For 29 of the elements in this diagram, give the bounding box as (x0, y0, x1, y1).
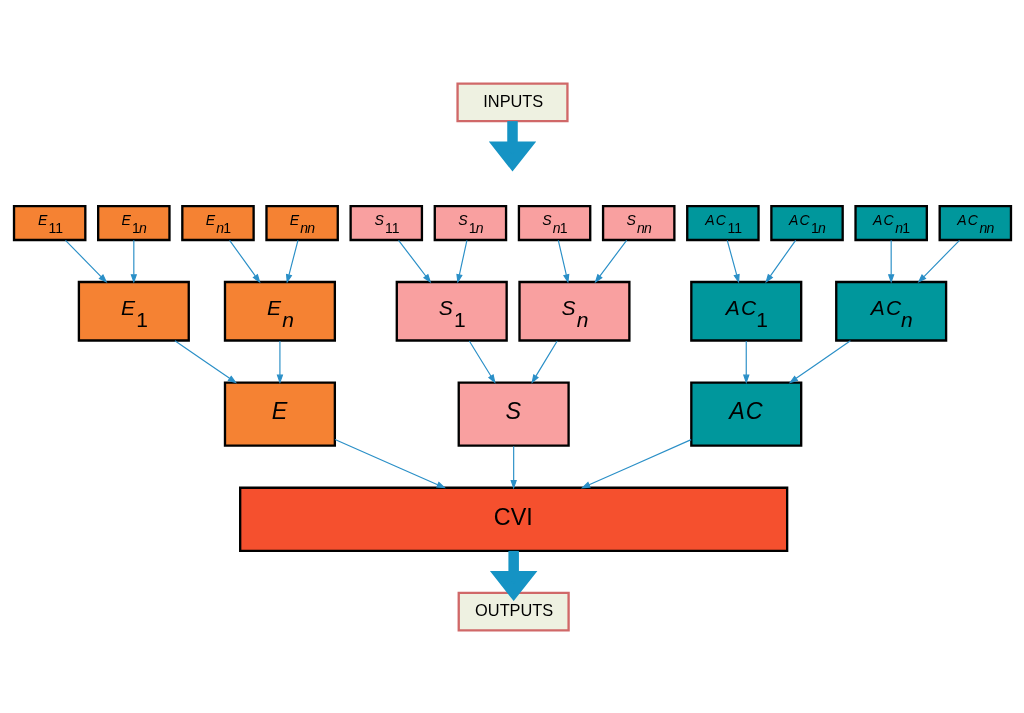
arrow (64, 239, 107, 283)
arrow (455, 239, 467, 284)
arrow (228, 239, 261, 283)
node-box: AC (689, 380, 802, 447)
arrow (726, 239, 740, 284)
arrow (130, 239, 137, 284)
arrow (742, 339, 750, 384)
arrow (557, 239, 569, 284)
arrow (173, 339, 237, 383)
arrow (580, 438, 692, 488)
arrow (764, 239, 796, 283)
arrow (397, 239, 431, 283)
node-box: OUTPUTS (457, 591, 570, 631)
arrow (276, 339, 283, 384)
arrow (917, 239, 960, 283)
arrow (468, 339, 496, 384)
arrow (333, 438, 446, 488)
arrow (788, 339, 851, 383)
node-box: S (457, 380, 570, 447)
arrow (594, 239, 627, 283)
node-box: INPUTS (455, 82, 569, 122)
arrow (509, 445, 517, 489)
node-box: E (223, 380, 336, 447)
node-box: CVI (238, 486, 788, 552)
arrow (489, 550, 537, 601)
arrow (488, 120, 536, 172)
arrow (887, 239, 894, 284)
arrow (285, 239, 299, 284)
arrow (530, 339, 558, 384)
